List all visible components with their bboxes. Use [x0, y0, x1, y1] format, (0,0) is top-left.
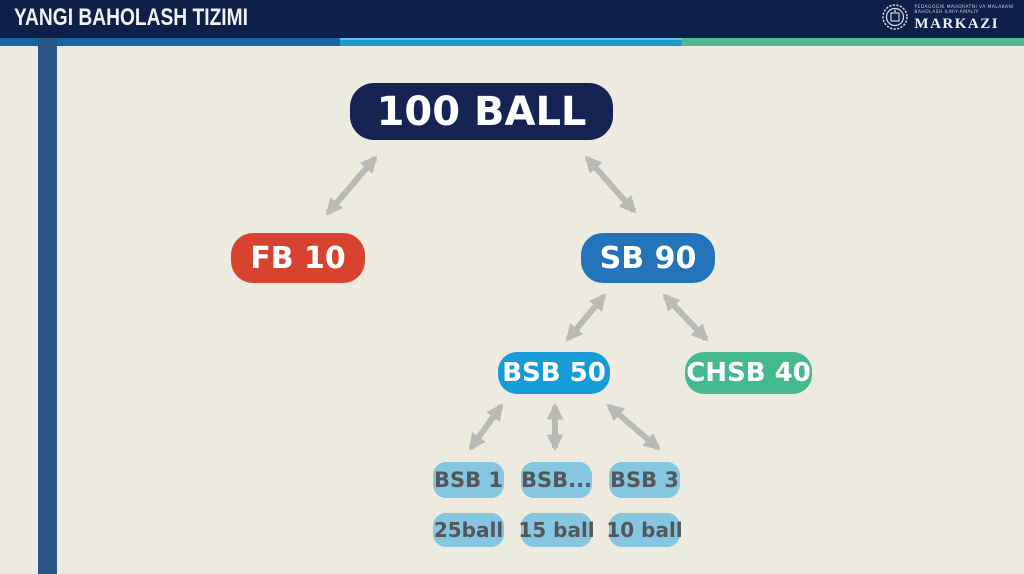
header-bar: YANGI BAHOLASH TIZIMI PEDAGOGIK MAHORATN… [0, 0, 1024, 38]
node-10-ball: 10 ball [606, 513, 683, 547]
edge-bsb50-bsb1 [468, 403, 504, 451]
accent-strip-left [0, 38, 340, 46]
edge-sb90-bsb50 [565, 293, 607, 342]
node-bsb-1: BSB 1 [433, 462, 504, 498]
logo-text: PEDAGOGIK MAHORATNI VA MALAKANI BAHOLASH… [914, 5, 1014, 34]
seal-emblem-icon [881, 3, 909, 35]
node-25-ball: 25ball [433, 513, 504, 547]
node-chsb-40: CHSB 40 [685, 352, 812, 394]
node-100-ball: 100 BALL [350, 83, 613, 140]
node-fb-10: FB 10 [231, 233, 365, 283]
node-sb-90: SB 90 [581, 233, 715, 283]
edge-100ball-fb10 [325, 155, 378, 216]
edge-bsb50-bsb3 [606, 403, 661, 451]
logo-name: MARKAZI [914, 16, 1000, 33]
accent-strip-right [682, 38, 1024, 46]
node-bsb-3: BSB 3 [609, 462, 680, 498]
logo-line-2: BAHOLASH ILMIY-AMALIY [914, 9, 979, 15]
accent-strip-middle [340, 38, 682, 46]
slide-title: YANGI BAHOLASH TIZIMI [14, 4, 248, 31]
organization-logo: PEDAGOGIK MAHORATNI VA MALAKANI BAHOLASH… [881, 3, 1014, 35]
node-bsb-dots: BSB... [521, 462, 592, 498]
edge-sb90-chsb40 [662, 293, 709, 342]
logo-line-1: PEDAGOGIK MAHORATNI VA MALAKANI [914, 4, 1014, 10]
node-15-ball: 15 ball [518, 513, 595, 547]
node-bsb-50: BSB 50 [498, 352, 610, 394]
vertical-accent-bar [38, 38, 57, 574]
edge-100ball-sb90 [584, 155, 637, 214]
